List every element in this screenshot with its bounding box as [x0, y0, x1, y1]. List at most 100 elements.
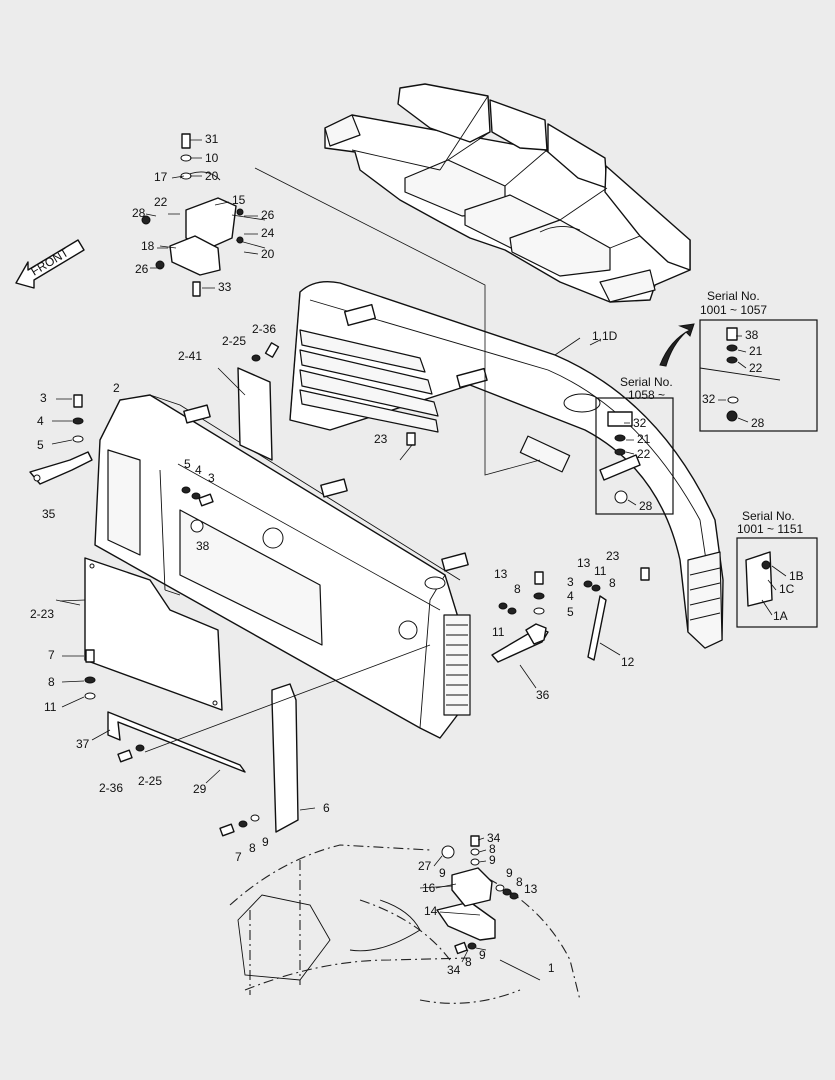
part-label: 5 — [567, 605, 574, 619]
part-label: 13 — [577, 556, 591, 570]
plate-6 — [271, 683, 299, 833]
part-label: 5 — [184, 457, 191, 471]
serial-title-1: Serial No. — [707, 289, 760, 303]
panel-2-41 — [237, 367, 273, 461]
gas-spring — [587, 595, 607, 661]
serial-box-1058 — [595, 397, 674, 515]
part-label: 11 — [492, 625, 505, 639]
bracket-35 — [29, 451, 93, 485]
part-label: 33 — [218, 280, 232, 294]
part-label: 23 — [606, 549, 620, 563]
part-label: 3 — [40, 391, 47, 405]
main-hood — [289, 280, 724, 649]
part-label: 20 — [205, 169, 219, 183]
part-label: 2-25 — [222, 334, 246, 348]
part-label: 37 — [76, 737, 90, 751]
part-label: 4 — [195, 463, 202, 477]
latch-assembly — [169, 133, 237, 297]
bracket-14-16 — [436, 867, 496, 941]
part-label: 8 — [48, 675, 55, 689]
part-label: 28 — [132, 206, 146, 220]
bracket-29 — [107, 711, 246, 773]
part-label: 21 — [749, 344, 763, 358]
part-label: 2-41 — [178, 349, 202, 363]
part-label: 34 — [487, 831, 501, 845]
part-label: 38 — [745, 328, 759, 342]
part-label: 2 — [113, 381, 120, 395]
part-label: 9 — [262, 835, 269, 849]
part-label: 34 — [447, 963, 461, 977]
part-label: 2-25 — [138, 774, 162, 788]
part-label: 10 — [205, 151, 219, 165]
part-label: 7 — [48, 648, 55, 662]
part-label: 22 — [749, 361, 763, 375]
part-label: 7 — [235, 850, 242, 864]
part-label: 11 — [44, 700, 57, 714]
frame-outline — [229, 844, 581, 1004]
part-label: 31 — [205, 132, 219, 146]
part-label: 11 — [594, 564, 607, 578]
panel-2-23 — [84, 557, 223, 711]
serial-range-3: 1001 ~ 1151 — [737, 522, 804, 536]
callout-ticks — [51, 139, 787, 963]
part-label: 1B — [789, 569, 804, 583]
callout-arrow — [659, 323, 695, 367]
part-label: 8 — [609, 576, 616, 590]
part-label: 15 — [232, 193, 246, 207]
part-label: 6 — [323, 801, 330, 815]
part-label: 8 — [249, 841, 256, 855]
lock-assembly — [599, 411, 641, 481]
front-arrow-icon — [15, 239, 85, 289]
part-label: 13 — [524, 882, 538, 896]
serial-box-1001-1057 — [699, 319, 818, 432]
serial-title-3: Serial No. — [742, 509, 795, 523]
part-label: 2-23 — [30, 607, 54, 621]
counterweight — [324, 83, 691, 303]
part-label: 27 — [418, 859, 432, 873]
box2-fasteners — [614, 434, 628, 504]
part-label: 1A — [773, 609, 788, 623]
box3-part — [745, 551, 773, 607]
part-label: 35 — [42, 507, 56, 521]
serial-range-1: 1001 ~ 1057 — [700, 303, 767, 317]
part-label: 22 — [637, 447, 651, 461]
part-number-labels: 31 10 20 17 15 22 28 26 24 18 20 26 33 1… — [30, 132, 804, 977]
part-label: 1,1D — [592, 329, 618, 343]
part-label: 26 — [135, 262, 149, 276]
part-label: 28 — [751, 416, 765, 430]
part-label: 29 — [193, 782, 207, 796]
part-label: 1C — [779, 582, 795, 596]
part-label: 9 — [479, 948, 486, 962]
part-label: 21 — [637, 432, 651, 446]
part-label: 3 — [208, 471, 215, 485]
part-label: 9 — [506, 866, 513, 880]
part-label: 16 — [422, 881, 436, 895]
serial-box-1001-1151 — [736, 537, 818, 628]
part-label: 5 — [37, 438, 44, 452]
serial-title-2: Serial No. — [620, 375, 673, 389]
rear-cover — [94, 394, 471, 739]
part-label: 24 — [261, 226, 275, 240]
part-label: 2-36 — [99, 781, 123, 795]
part-label: 13 — [494, 567, 508, 581]
part-label: 8 — [516, 875, 523, 889]
bracket-36 — [491, 623, 549, 663]
part-label: 28 — [639, 499, 653, 513]
part-label: 8 — [465, 955, 472, 969]
box1-fasteners — [699, 327, 781, 422]
part-label: 26 — [261, 208, 275, 222]
part-label: 32 — [702, 392, 716, 406]
part-label: 8 — [514, 582, 521, 596]
part-label: 32 — [633, 416, 647, 430]
fasteners — [72, 208, 650, 955]
part-label: 8 — [489, 842, 496, 856]
part-label: 23 — [374, 432, 388, 446]
part-label: 36 — [536, 688, 550, 702]
leader-lines — [59, 167, 621, 916]
part-label: 20 — [261, 247, 275, 261]
part-label: 9 — [439, 866, 446, 880]
serial-range-2: 1058 ~ — [628, 388, 665, 402]
part-label: 18 — [141, 239, 155, 253]
